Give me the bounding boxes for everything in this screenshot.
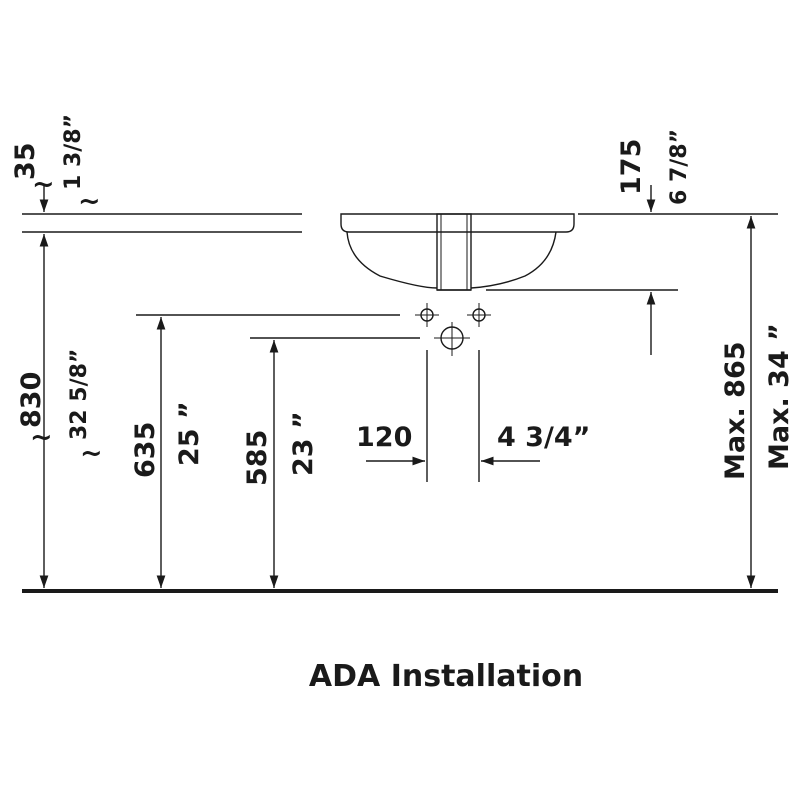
approx-symbol: ~ — [32, 169, 55, 200]
supply-height-metric: 635 — [130, 422, 161, 478]
supply-spacing-imperial: 4 3/4” — [497, 422, 590, 453]
max-height-metric: Max. 865 — [720, 341, 751, 480]
rim-height-metric: 830 — [16, 372, 47, 428]
approx-symbol: ~ — [30, 422, 53, 453]
supply-spacing-metric: 120 — [356, 422, 412, 453]
approx-symbol: ~ — [80, 438, 103, 469]
approx-symbol: ~ — [78, 186, 101, 217]
drain-depth-metric: 175 — [616, 139, 647, 195]
rim-offset-imperial: 1 3/8” — [61, 114, 86, 190]
max-height-imperial: Max. 34 ” — [764, 323, 795, 470]
drain-height-imperial: 23 ” — [288, 411, 319, 476]
drain-outlet-icon — [434, 322, 470, 356]
diagram-caption: ADA Installation — [309, 659, 583, 694]
sink-icon — [340, 213, 575, 291]
drain-depth-imperial: 6 7/8” — [667, 129, 692, 205]
rim-offset-metric: 35 — [10, 142, 41, 180]
supply-height-imperial: 25 ” — [174, 401, 205, 466]
right-supply-valve-icon — [467, 303, 491, 327]
drain-height-metric: 585 — [242, 430, 273, 486]
left-supply-valve-icon — [415, 303, 439, 327]
rim-height-imperial: 32 5/8” — [67, 349, 92, 440]
